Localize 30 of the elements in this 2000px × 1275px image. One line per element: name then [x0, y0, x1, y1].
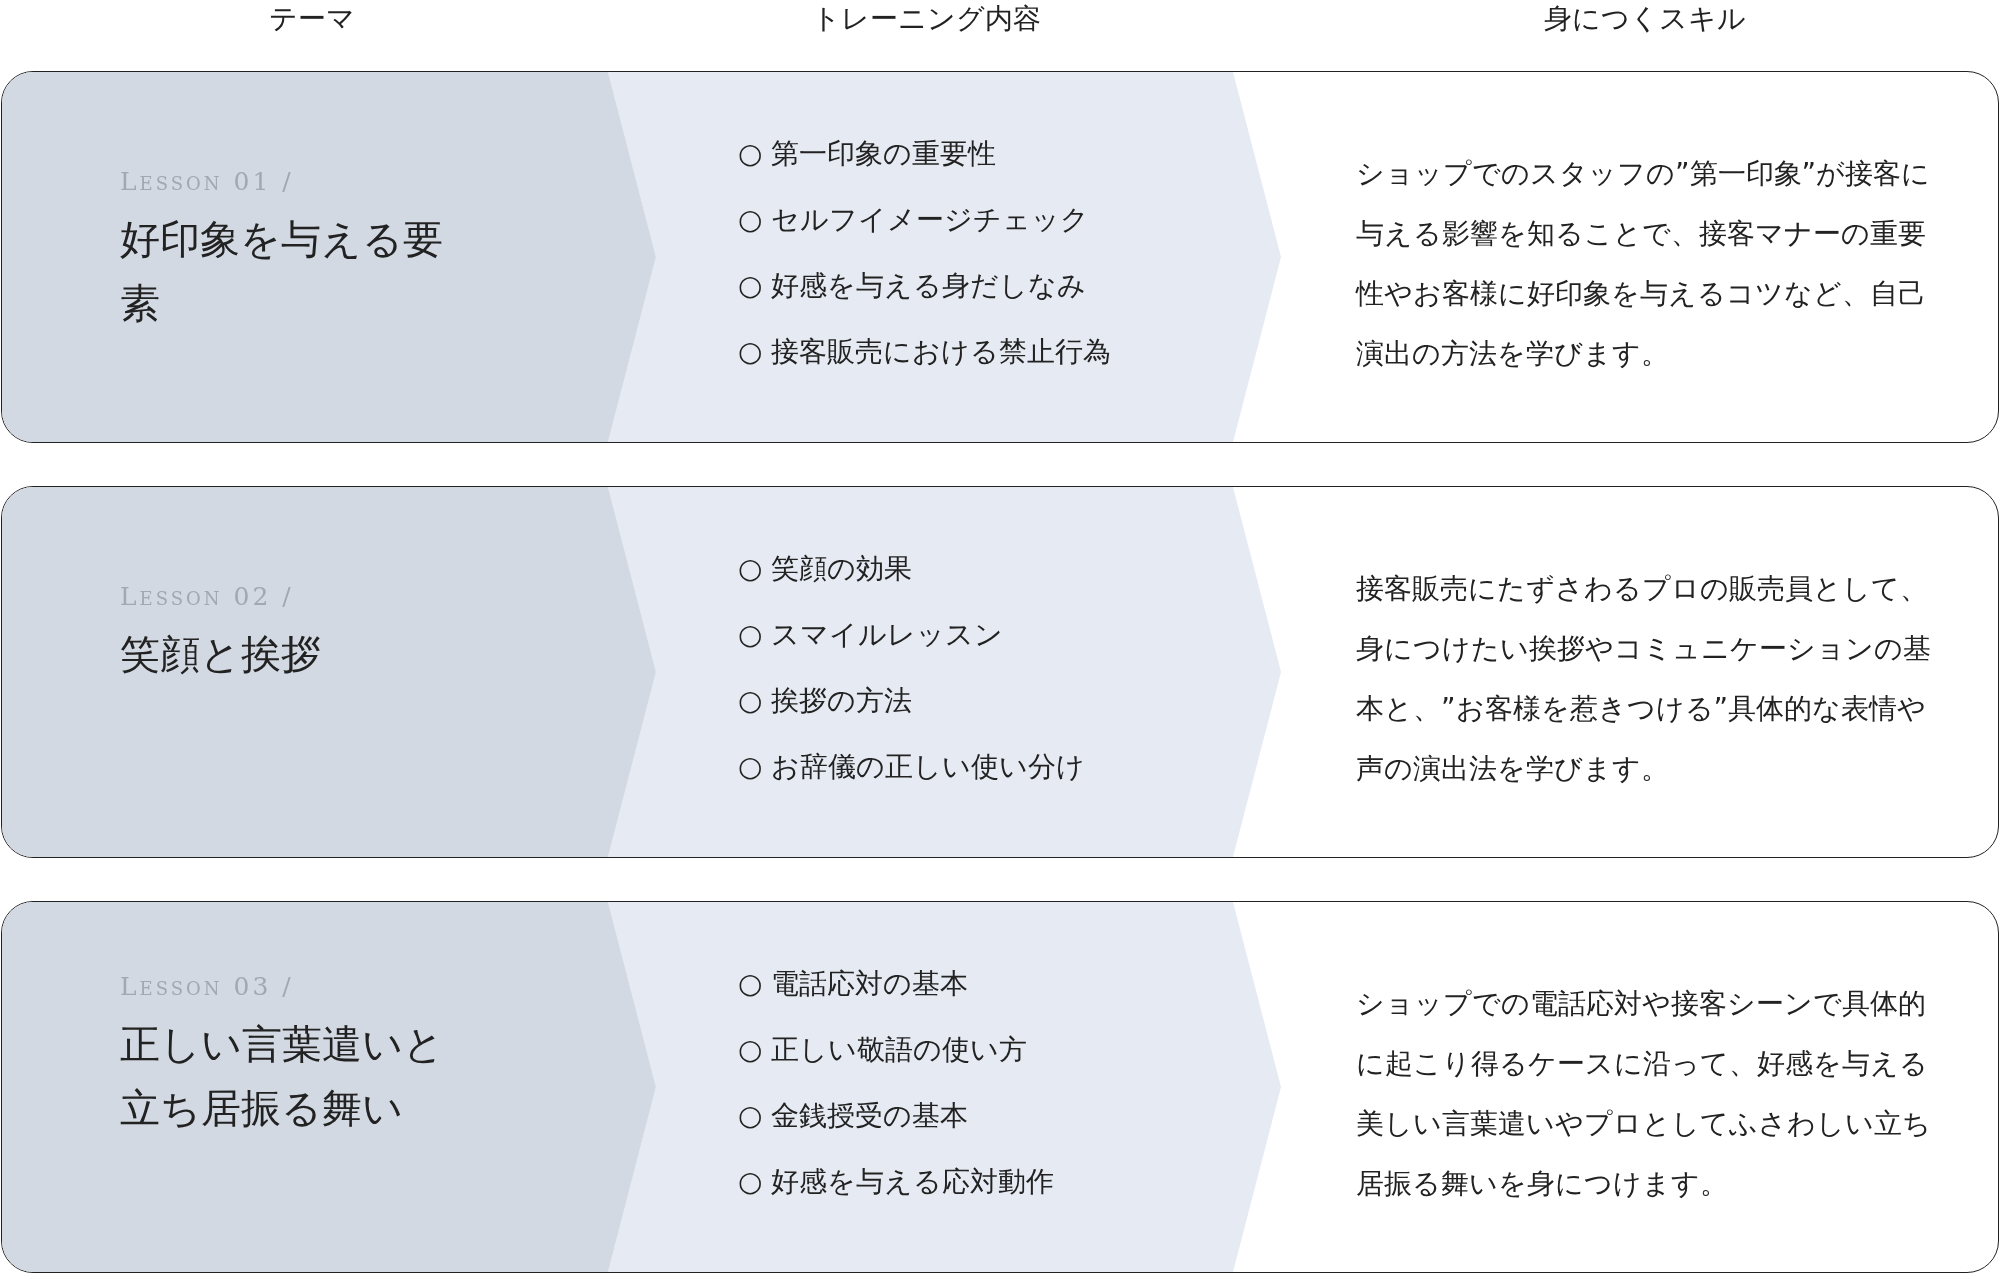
lesson-card: [1, 71, 1999, 443]
description-text: ショップでのスタッフの”第一印象”が接客に与える影響を知ることで、接客マナーの重要性やお客様に好印象を与えるコツなど、自己演出の方法を学びます。: [1356, 156, 1931, 372]
list-item: ○ 電話応対の基本: [738, 966, 969, 1002]
theme-band: [2, 487, 656, 857]
theme-title: 正しい言葉遣いと立ち居振る舞い: [120, 1020, 445, 1133]
content-band: [608, 487, 1281, 857]
column-header: テーマ: [269, 1, 355, 37]
theme-title: 笑顔と挨拶: [120, 630, 322, 679]
list-item: ○ 第一印象の重要性: [738, 136, 997, 172]
lesson-card: [1, 486, 1999, 858]
theme-band: [2, 902, 656, 1272]
list-item: ○ 挨拶の方法: [738, 683, 913, 719]
list-item: ○ 好感を与える身だしなみ: [738, 268, 1087, 304]
list-item: ○ 接客販売における禁止行為: [738, 334, 1112, 370]
list-item: ○ 好感を与える応対動作: [738, 1164, 1055, 1200]
list-item: ○ 正しい敬語の使い方: [738, 1032, 1028, 1068]
theme-title: 好印象を与える要素: [120, 215, 444, 328]
column-header: 身につくスキル: [1544, 1, 1746, 37]
list-item: ○ スマイルレッスン: [738, 617, 1004, 653]
list-item: ○ 笑顔の効果: [738, 551, 913, 587]
column-header: トレーニング内容: [811, 1, 1041, 37]
list-item: ○ セルフイメージチェック: [738, 202, 1090, 238]
list-item: ○ お辞儀の正しい使い分け: [738, 749, 1086, 785]
list-item: ○ 金銭授受の基本: [738, 1098, 969, 1134]
description-text: ショップでの電話応対や接客シーンで具体的に起こり得るケースに沿って、好感を与える美しい言葉遣いやプロとしてふさわしい立ち居振る舞いを身につけます。: [1356, 986, 1932, 1202]
content-band: [608, 72, 1281, 442]
lesson-card: [1, 901, 1999, 1273]
content-band: [608, 902, 1281, 1272]
description-text: 接客販売にたずさわるプロの販売員として、身につけたい挨拶やコミュニケーションの基本と、”お客様を惹きつける”具体的な表情や声の演出法を学びます。: [1356, 571, 1932, 787]
theme-band: [2, 72, 656, 442]
